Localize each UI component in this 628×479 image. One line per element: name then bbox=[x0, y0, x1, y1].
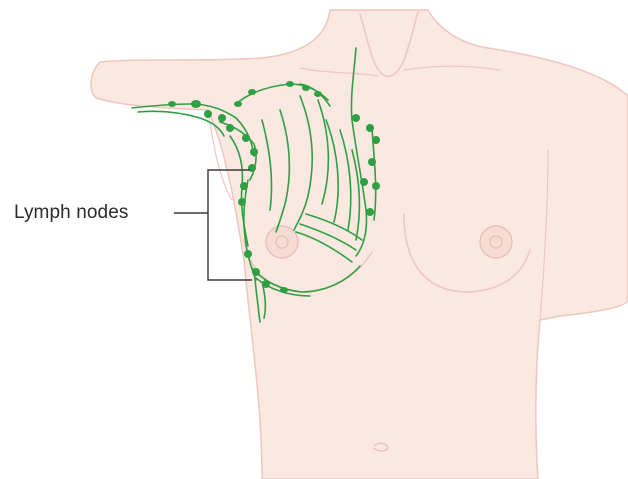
lymph-node bbox=[226, 124, 234, 132]
left-areola bbox=[266, 226, 298, 258]
lymph-node bbox=[302, 85, 310, 91]
lymph-node bbox=[368, 158, 376, 166]
lymph-node bbox=[204, 110, 212, 118]
lymph-node bbox=[352, 114, 360, 122]
lymph-node bbox=[242, 134, 250, 142]
lymph-node bbox=[218, 114, 226, 122]
lymph-node bbox=[250, 148, 258, 156]
lymph-node bbox=[366, 208, 374, 216]
lymph-node bbox=[168, 101, 176, 107]
lymph-node bbox=[280, 287, 288, 293]
right-areola bbox=[480, 226, 512, 258]
lymph-node bbox=[366, 124, 374, 132]
lymph-node bbox=[372, 136, 380, 144]
lymph-node bbox=[248, 164, 256, 172]
lymph-node bbox=[372, 182, 380, 190]
lymph-node bbox=[360, 178, 368, 186]
torso bbox=[91, 10, 628, 479]
lymph-node bbox=[248, 89, 256, 95]
torso-body bbox=[91, 10, 628, 479]
lymph-node bbox=[238, 198, 246, 206]
lymph-nodes-label: Lymph nodes bbox=[14, 202, 128, 224]
lymph-node bbox=[252, 268, 260, 276]
lymph-node bbox=[244, 250, 252, 258]
lymph-node bbox=[286, 81, 294, 87]
lymph-node bbox=[191, 100, 201, 108]
lymph-node bbox=[240, 182, 248, 190]
lymph-node bbox=[262, 280, 270, 288]
lymph-node bbox=[314, 91, 322, 97]
lymph-node bbox=[234, 101, 242, 107]
